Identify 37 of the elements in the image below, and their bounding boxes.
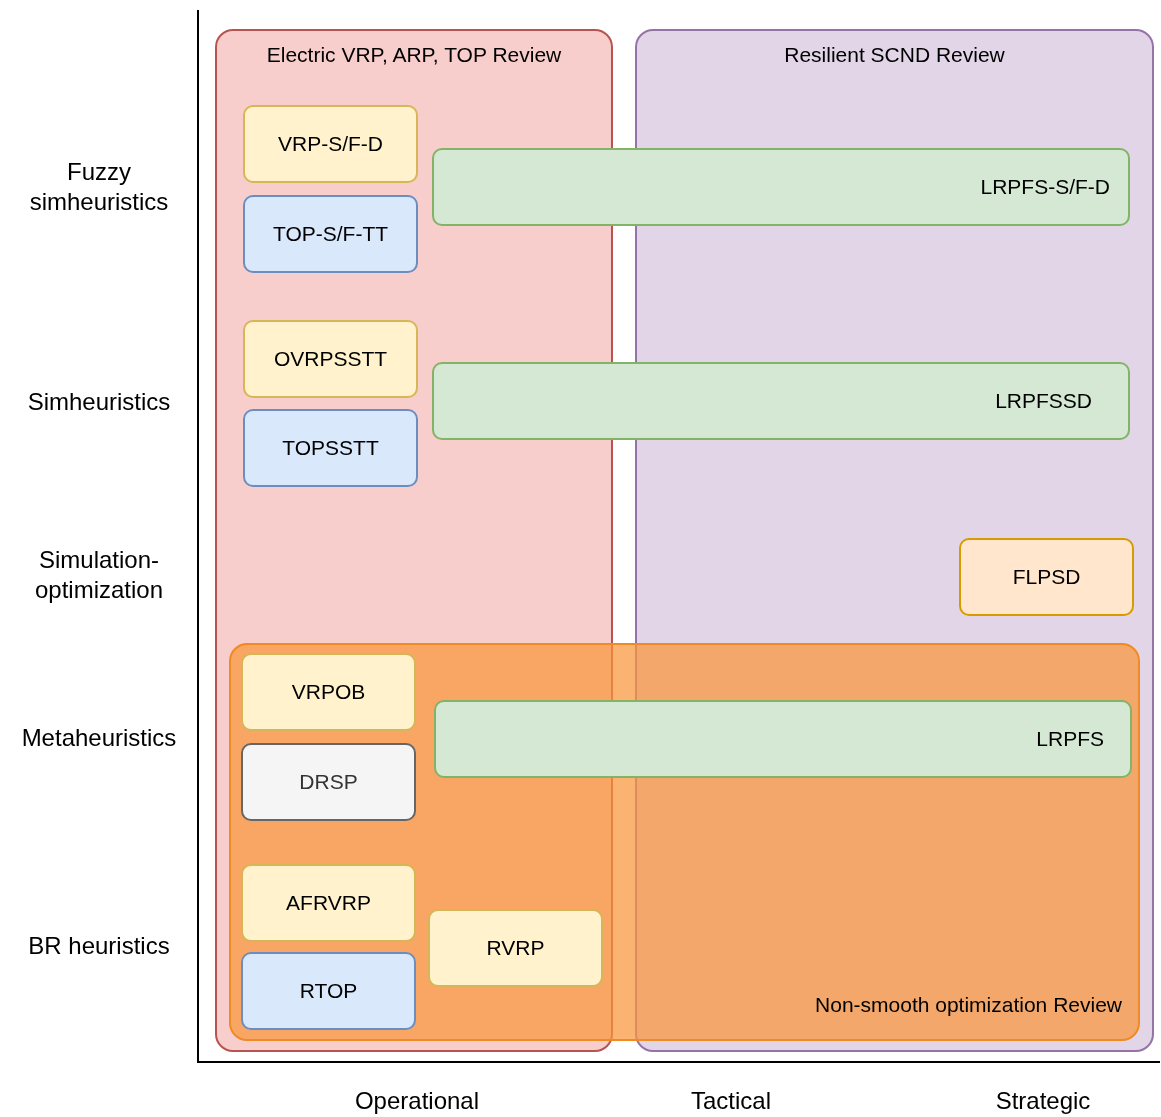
- row-label: BR heuristics: [27, 931, 171, 961]
- method-box: [959, 538, 1134, 616]
- method-box: [241, 864, 416, 942]
- region-title: Resilient SCND Review: [783, 43, 1006, 67]
- method-box: [243, 195, 418, 273]
- method-box: [243, 320, 418, 398]
- row-label: Simheuristics: [26, 387, 172, 417]
- row-label: Simulation-optimization: [33, 545, 165, 605]
- method-box: [432, 362, 1130, 440]
- region-title: Non-smooth optimization Review: [815, 993, 1122, 1017]
- method-label: VRP-S/F-D: [278, 132, 383, 156]
- method-box: [434, 700, 1132, 778]
- method-box: [432, 148, 1130, 226]
- column-label: Operational: [353, 1086, 481, 1116]
- method-label: RVRP: [486, 936, 545, 960]
- method-label: DRSP: [299, 770, 358, 794]
- method-box: [241, 952, 416, 1030]
- method-label: FLPSD: [1012, 565, 1081, 589]
- method-label: VRPOB: [291, 680, 366, 704]
- method-label: TOP-S/F-TT: [272, 222, 389, 246]
- method-box: [241, 653, 416, 731]
- method-box: [243, 409, 418, 487]
- method-label: AFRVRP: [286, 891, 371, 915]
- method-box: [428, 909, 603, 987]
- method-label: TOPSSTT: [282, 436, 379, 460]
- method-label: RTOP: [299, 979, 358, 1003]
- region-title: Electric VRP, ARP, TOP Review: [265, 43, 563, 67]
- method-label: OVRPSSTT: [273, 347, 388, 371]
- column-label: Tactical: [690, 1086, 772, 1116]
- row-label: Metaheuristics: [20, 723, 178, 753]
- column-label: Strategic: [994, 1086, 1092, 1116]
- row-label: Fuzzy simheuristics: [28, 157, 170, 217]
- method-label: LRPFS-S/F-D: [980, 175, 1110, 199]
- method-label: LRPFS: [1036, 727, 1104, 751]
- method-box: [243, 105, 418, 183]
- method-label: LRPFSSD: [995, 389, 1092, 413]
- method-box: [241, 743, 416, 821]
